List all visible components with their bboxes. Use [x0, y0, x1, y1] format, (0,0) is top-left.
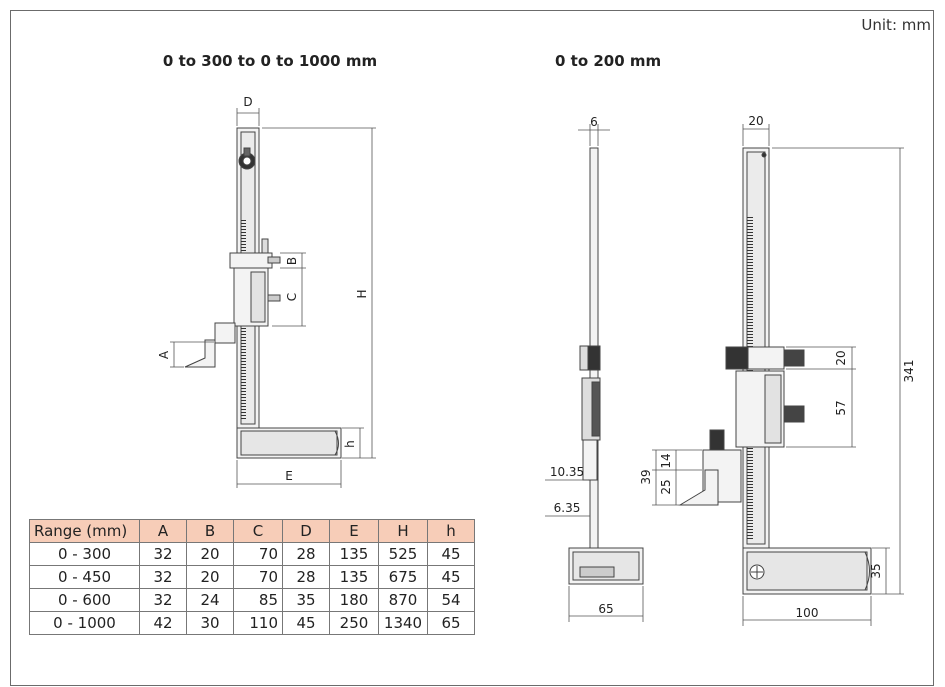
cell-a: 32 — [139, 542, 187, 566]
left-dimension-lines — [170, 108, 376, 488]
dim-25: 25 — [659, 479, 673, 494]
dim-label-H: H — [355, 289, 369, 298]
cell-h-lower: 45 — [427, 542, 475, 566]
cell-b: 20 — [186, 542, 234, 566]
cell-c: 110 — [233, 611, 283, 635]
dim-label-E: E — [285, 469, 293, 483]
dim-label-B: B — [285, 257, 299, 265]
cell-d: 45 — [282, 611, 330, 635]
dim-6-35: 6.35 — [554, 501, 581, 515]
right-front-view — [678, 147, 872, 595]
left-drawing-title: 0 to 300 to 0 to 1000 mm — [162, 52, 378, 70]
dim-14: 14 — [659, 453, 673, 468]
cell-c: 85 — [233, 588, 283, 612]
cell-h-lower: 45 — [427, 565, 475, 589]
cell-d: 35 — [282, 588, 330, 612]
dim-20-slider: 20 — [834, 350, 848, 365]
dim-39: 39 — [639, 469, 653, 484]
unit-label: Unit: mm — [861, 16, 931, 34]
cell-a: 42 — [139, 611, 187, 635]
cell-h-upper: 525 — [378, 542, 428, 566]
cell-d: 28 — [282, 542, 330, 566]
right-side-dimension-lines — [545, 124, 644, 622]
dim-35: 35 — [869, 563, 883, 578]
cell-e: 135 — [329, 565, 379, 589]
dim-label-A: A — [157, 350, 171, 359]
cell-a: 32 — [139, 565, 187, 589]
cell-h-upper: 870 — [378, 588, 428, 612]
left-height-gauge — [184, 127, 342, 459]
dim-57: 57 — [834, 400, 848, 415]
header-h-lower: h — [427, 519, 475, 543]
table-row: 0 - 1000 42 30 110 45 250 1340 65 — [29, 611, 475, 635]
cell-b: 30 — [186, 611, 234, 635]
table-header-row: Range (mm) A B C D E H h — [29, 519, 475, 543]
table-row: 0 - 300 32 20 70 28 135 525 45 — [29, 542, 475, 566]
dim-341: 341 — [902, 360, 916, 383]
cell-range: 0 - 300 — [29, 542, 140, 566]
right-side-view — [568, 147, 644, 585]
table-row: 0 - 450 32 20 70 28 135 675 45 — [29, 565, 475, 589]
cell-h-upper: 675 — [378, 565, 428, 589]
header-e: E — [329, 519, 379, 543]
cell-e: 135 — [329, 542, 379, 566]
cell-a: 32 — [139, 588, 187, 612]
header-a: A — [139, 519, 187, 543]
cell-b: 24 — [186, 588, 234, 612]
cell-h-lower: 65 — [427, 611, 475, 635]
dim-100: 100 — [796, 606, 819, 620]
dim-label-h: h — [343, 440, 357, 448]
cell-h-upper: 1340 — [378, 611, 428, 635]
cell-c: 70 — [233, 542, 283, 566]
cell-range: 0 - 450 — [29, 565, 140, 589]
table-row: 0 - 600 32 24 85 35 180 870 54 — [29, 588, 475, 612]
cell-e: 250 — [329, 611, 379, 635]
dim-20-top: 20 — [748, 114, 763, 128]
cell-h-lower: 54 — [427, 588, 475, 612]
cell-range: 0 - 600 — [29, 588, 140, 612]
cell-b: 20 — [186, 565, 234, 589]
cell-range: 0 - 1000 — [29, 611, 140, 635]
header-d: D — [282, 519, 330, 543]
dim-65: 65 — [598, 602, 613, 616]
header-h-upper: H — [378, 519, 428, 543]
header-range: Range (mm) — [29, 519, 140, 543]
cell-d: 28 — [282, 565, 330, 589]
dim-label-C: C — [285, 293, 299, 301]
header-b: B — [186, 519, 234, 543]
dimension-table: Range (mm) A B C D E H h 0 - 300 32 20 7… — [29, 519, 475, 635]
dim-6: 6 — [590, 115, 598, 129]
cell-c: 70 — [233, 565, 283, 589]
header-c: C — [233, 519, 283, 543]
dim-label-D: D — [243, 95, 252, 109]
dim-10-35: 10.35 — [550, 465, 584, 479]
right-front-dimension-lines — [652, 124, 904, 626]
right-drawing-title: 0 to 200 mm — [555, 52, 662, 70]
cell-e: 180 — [329, 588, 379, 612]
